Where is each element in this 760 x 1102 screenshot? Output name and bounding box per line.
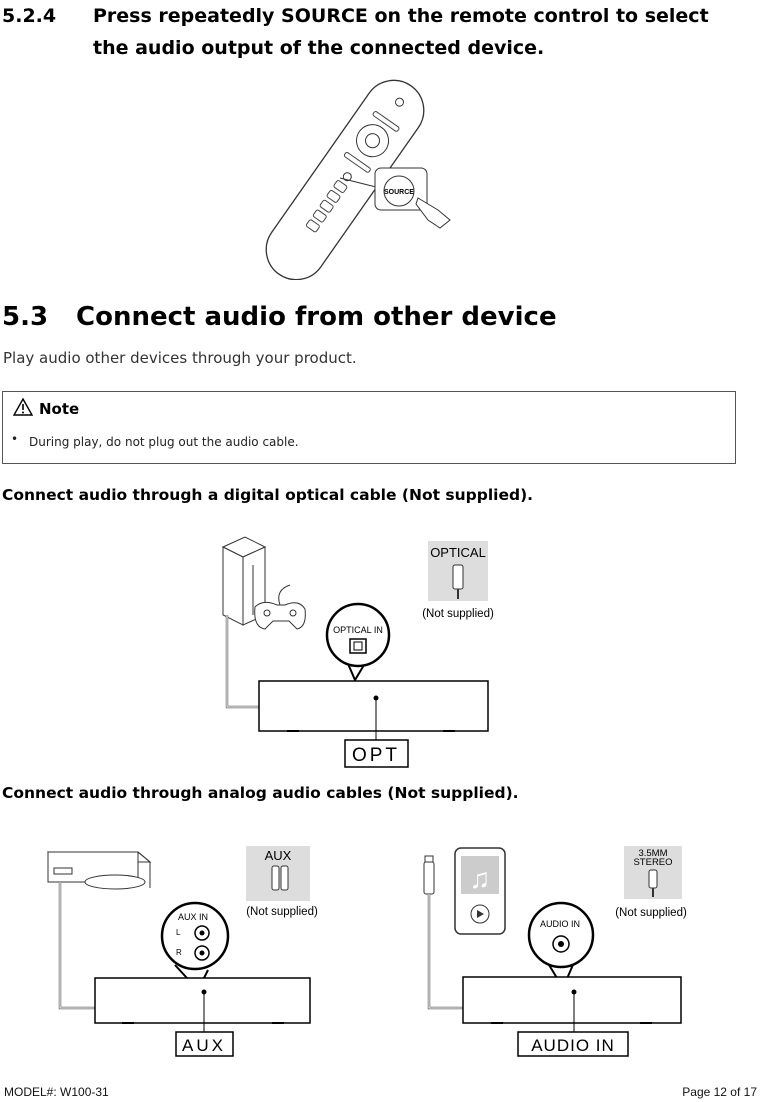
optical-port-icon	[349, 638, 367, 654]
display-panel	[517, 1031, 629, 1057]
display-text: AUX	[182, 1036, 226, 1055]
audio-in-jack	[552, 935, 570, 953]
audio-in-connection-diagram: ♫ AUDIO IN 3.5MM STEREO (Not supplied) A…	[423, 846, 687, 1057]
step-number: 5.2.4	[2, 5, 57, 27]
soundbar	[462, 976, 682, 1024]
optical-not-supplied: (Not supplied)	[422, 608, 494, 620]
media-player-icon: ♫	[454, 847, 506, 935]
optical-port-label: OPTICAL IN	[333, 625, 383, 635]
aux-connection-diagram: AUX IN L R AUX (Not supplied) AUX	[46, 846, 318, 1057]
stereo-cable-label-2: STEREO	[633, 857, 672, 868]
note-title: Note	[39, 400, 80, 418]
display-panel	[175, 1031, 234, 1057]
aux-right-jack	[194, 945, 210, 961]
optical-heading: Connect audio through a digital optical …	[2, 486, 534, 504]
optical-cable-label: OPTICAL	[430, 545, 486, 560]
section-number: 5.3	[2, 302, 49, 332]
stereo-cable-label-1: 3.5MM	[638, 848, 667, 859]
optical-connection-diagram: OPTICAL IN OPTICAL (Not supplied) OPT	[221, 536, 494, 768]
aux-left-jack	[194, 925, 210, 941]
audio-in-not-supplied: (Not supplied)	[615, 907, 687, 919]
display-panel	[344, 739, 409, 768]
aux-not-supplied: (Not supplied)	[246, 906, 318, 918]
note-text: During play, do not plug out the audio c…	[29, 435, 299, 449]
note-box: Note • During play, do not plug out the …	[2, 391, 736, 464]
section-intro: Play audio other devices through your pr…	[3, 349, 357, 367]
step-text: Press repeatedly SOURCE on the remote co…	[93, 5, 709, 59]
aux-port-label: AUX IN	[178, 912, 208, 922]
cd-player-icon	[46, 851, 152, 890]
warning-icon	[13, 398, 33, 416]
aux-left-label: L	[176, 928, 181, 937]
section-title: Connect audio from other device	[76, 302, 557, 332]
game-controller-icon	[254, 584, 306, 630]
footer-page-number: Page 12 of 17	[682, 1085, 757, 1099]
aux-cable-label: AUX	[265, 848, 292, 863]
source-button-label: SOURCE	[384, 189, 414, 196]
aux-right-label: R	[176, 948, 182, 957]
note-bullet: •	[11, 432, 19, 446]
music-note-icon: ♫	[470, 863, 491, 894]
footer-model: MODEL#: W100-31	[4, 1085, 109, 1099]
display-text: OPT	[352, 745, 400, 766]
analog-heading: Connect audio through analog audio cable…	[2, 784, 519, 802]
remote-control-illustration: SOURCE	[265, 79, 451, 280]
soundbar	[94, 977, 311, 1024]
audio-in-port-label: AUDIO IN	[540, 919, 580, 929]
soundbar	[258, 680, 489, 732]
display-text: AUDIO IN	[531, 1036, 615, 1055]
